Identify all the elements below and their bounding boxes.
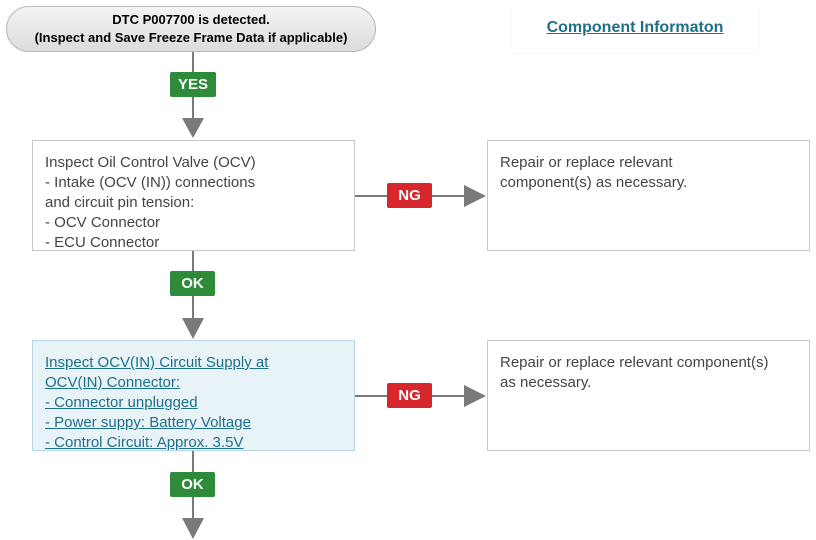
ng-badge-1: NG: [387, 183, 432, 208]
ok-badge-2: OK: [170, 472, 215, 497]
step1-box: Inspect Oil Control Valve (OCV) - Intake…: [32, 140, 355, 251]
component-information-link[interactable]: Component Informaton: [512, 4, 758, 52]
step1-line: and circuit pin tension:: [45, 194, 195, 211]
step2-link-line[interactable]: Inspect OCV(IN) Circuit Supply at: [45, 354, 269, 371]
ok-badge-1: OK: [170, 271, 215, 296]
result2-line: as necessary.: [500, 374, 592, 391]
start-subtitle: (Inspect and Save Freeze Frame Data if a…: [34, 30, 348, 45]
step1-line: - ECU Connector: [45, 234, 160, 251]
arrow-head: [464, 185, 486, 207]
step1-line: Inspect Oil Control Valve (OCV): [45, 154, 256, 171]
arrow-head: [182, 118, 204, 138]
step2-link-line[interactable]: - Connector unplugged: [45, 394, 198, 411]
step2-link-line[interactable]: - Power suppy: Battery Voltage: [45, 414, 251, 431]
step1-line: - Intake (OCV (IN)) connections: [45, 174, 256, 191]
arrow-head: [464, 385, 486, 407]
step2-link-line[interactable]: OCV(IN) Connector:: [45, 374, 181, 391]
yes-badge: YES: [170, 72, 216, 97]
step2-box[interactable]: Inspect OCV(IN) Circuit Supply at OCV(IN…: [32, 340, 355, 451]
result1-line: component(s) as necessary.: [500, 174, 688, 191]
start-node: DTC P007700 is detected. (Inspect and Sa…: [6, 6, 376, 52]
arrow-head: [182, 318, 204, 339]
result1-line: Repair or replace relevant: [500, 154, 673, 171]
result2-line: Repair or replace relevant component(s): [500, 354, 769, 371]
result1-box: Repair or replace relevant component(s) …: [487, 140, 810, 251]
ng-badge-2: NG: [387, 383, 432, 408]
arrow-head: [182, 518, 204, 539]
step1-line: - OCV Connector: [45, 214, 161, 231]
step2-link-line[interactable]: - Control Circuit: Approx. 3.5V: [45, 434, 244, 451]
result2-box: Repair or replace relevant component(s) …: [487, 340, 810, 451]
start-title: DTC P007700 is detected.: [112, 12, 270, 27]
